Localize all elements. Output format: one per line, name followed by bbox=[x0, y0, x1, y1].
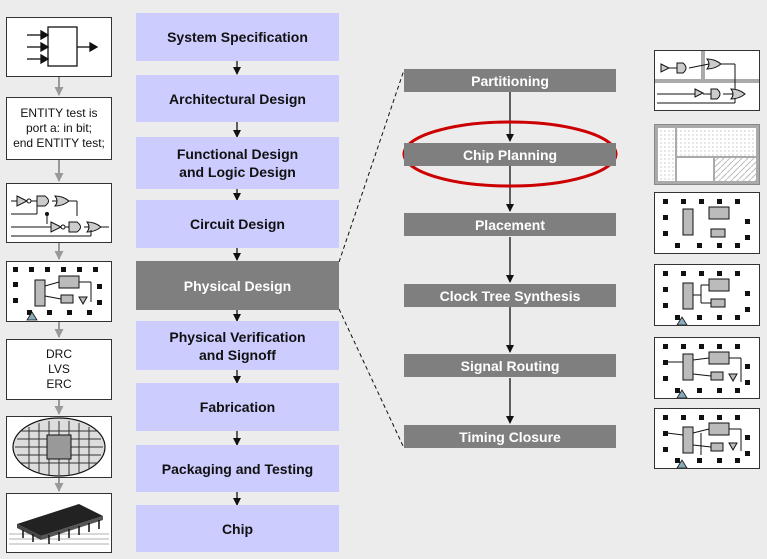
timing-closure-icon bbox=[663, 415, 750, 468]
partitioned-netlist-icon bbox=[655, 51, 759, 104]
flow-circuit-design: Circuit Design bbox=[136, 200, 339, 248]
pd-step-signal-routing: Signal Routing bbox=[404, 354, 616, 377]
signal-routing-thumbnail bbox=[654, 337, 760, 399]
signal-routing-icon bbox=[663, 344, 750, 398]
flow-physical-verification: Physical Verification and Signoff bbox=[136, 321, 339, 370]
block-diagram-icon bbox=[27, 26, 99, 67]
logic-gates-icon bbox=[11, 195, 109, 237]
placement-thumbnail bbox=[654, 192, 760, 254]
chip-icon bbox=[9, 504, 109, 545]
clock-tree-icon bbox=[663, 271, 750, 325]
zoom-line-bottom bbox=[338, 308, 405, 449]
flow-fabrication: Fabrication bbox=[136, 383, 339, 431]
clock-tree-thumbnail bbox=[654, 264, 760, 326]
timing-closure-thumbnail bbox=[654, 408, 760, 469]
pd-step-clock-tree-synthesis: Clock Tree Synthesis bbox=[404, 284, 616, 307]
verification-checks-text: DRC LVS ERC bbox=[46, 347, 72, 391]
pd-step-partitioning: Partitioning bbox=[404, 69, 616, 92]
pd-step-placement: Placement bbox=[404, 213, 616, 236]
hdl-code-thumbnail: ENTITY test is port a: in bit; end ENTIT… bbox=[6, 97, 112, 160]
placement-icon bbox=[663, 199, 750, 248]
floorplan-icon bbox=[658, 128, 756, 181]
logic-gates-thumbnail bbox=[6, 183, 112, 243]
wafer-thumbnail bbox=[6, 416, 112, 478]
verification-thumbnail: DRC LVS ERC bbox=[6, 339, 112, 400]
flow-architectural-design: Architectural Design bbox=[136, 75, 339, 122]
circuit-layout-thumbnail bbox=[6, 261, 112, 322]
flow-packaging-testing: Packaging and Testing bbox=[136, 445, 339, 492]
wafer-icon bbox=[12, 417, 106, 477]
partitioning-thumbnail bbox=[654, 50, 760, 111]
flow-system-specification: System Specification bbox=[136, 13, 339, 61]
circuit-layout-icon bbox=[13, 267, 102, 321]
pd-step-timing-closure: Timing Closure bbox=[404, 425, 616, 448]
hdl-code-text: ENTITY test is port a: in bit; end ENTIT… bbox=[13, 106, 105, 150]
chip-planning-thumbnail bbox=[654, 124, 760, 185]
system-block-thumbnail bbox=[6, 17, 112, 77]
packaged-chip-thumbnail bbox=[6, 493, 112, 553]
pd-step-chip-planning: Chip Planning bbox=[404, 143, 616, 166]
flow-functional-logic-design: Functional Design and Logic Design bbox=[136, 137, 339, 189]
zoom-line-top bbox=[338, 69, 405, 263]
flow-physical-design: Physical Design bbox=[136, 261, 339, 310]
flow-chip: Chip bbox=[136, 505, 339, 552]
